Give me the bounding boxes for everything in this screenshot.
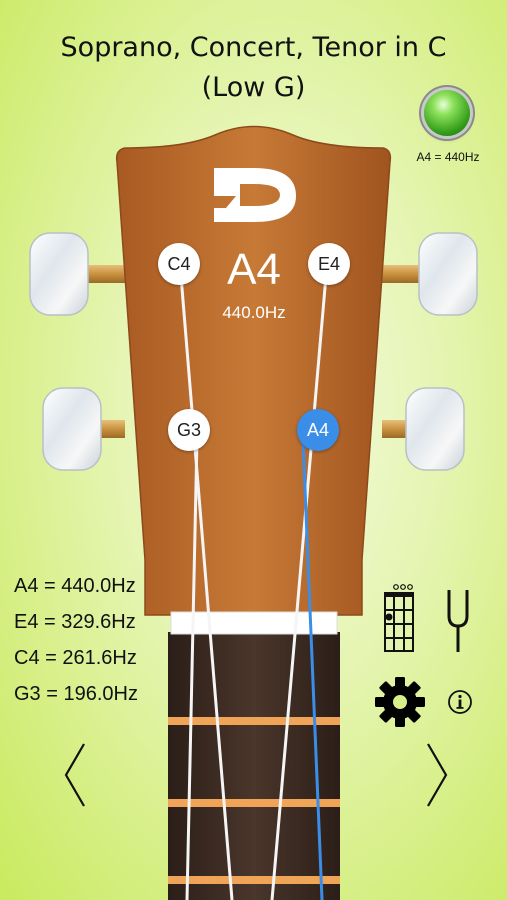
chevron-right-icon[interactable] xyxy=(424,742,450,808)
string-button-g3[interactable]: G3 xyxy=(168,409,210,451)
string-g3 xyxy=(185,439,199,900)
fretboard xyxy=(168,632,340,900)
tuning-title-line2: (Low G) xyxy=(201,72,306,103)
tuner-post-right-top xyxy=(382,265,427,283)
chord-diagram-icon[interactable] xyxy=(382,583,416,653)
string-e4 xyxy=(270,275,328,900)
string-button-c4[interactable]: C4 xyxy=(158,243,200,285)
string-button-a4[interactable]: A4 xyxy=(297,409,339,451)
tuning-fork-icon[interactable] xyxy=(444,588,472,654)
chevron-left-icon[interactable] xyxy=(62,742,88,808)
fret-2 xyxy=(168,799,340,807)
frequency-list: A4 = 440.0Hz E4 = 329.6Hz C4 = 261.6Hz G… xyxy=(14,568,138,712)
tuner-button-right-top xyxy=(418,232,478,316)
string-button-e4[interactable]: E4 xyxy=(308,243,350,285)
brand-logo xyxy=(214,168,296,222)
tuner-button-left-top xyxy=(29,232,89,316)
gear-icon[interactable] xyxy=(374,676,426,728)
tuner-button-left-bottom xyxy=(42,387,102,471)
string-c4 xyxy=(179,275,234,900)
frequency-e4: E4 = 329.6Hz xyxy=(14,611,136,633)
fret-1 xyxy=(168,717,340,725)
tuner-post-left-top xyxy=(80,265,125,283)
frequency-a4: A4 = 440.0Hz xyxy=(14,575,136,597)
tuning-title: Soprano, Concert, Tenor in C (Low G) xyxy=(0,28,507,108)
tuning-title-line1: Soprano, Concert, Tenor in C xyxy=(60,32,447,63)
current-note: A4 xyxy=(227,245,281,294)
reference-pitch-led[interactable] xyxy=(424,90,470,136)
frequency-g3: G3 = 196.0Hz xyxy=(14,683,138,705)
info-icon[interactable] xyxy=(447,689,473,715)
frequency-c4: C4 = 261.6Hz xyxy=(14,647,137,669)
tuner-button-right-bottom xyxy=(405,387,465,471)
current-frequency: 440.0Hz xyxy=(222,303,286,322)
reference-pitch-label: A4 = 440Hz xyxy=(416,150,480,164)
headstock xyxy=(115,125,392,616)
string-a4-active xyxy=(301,439,324,900)
fret-3 xyxy=(168,876,340,884)
